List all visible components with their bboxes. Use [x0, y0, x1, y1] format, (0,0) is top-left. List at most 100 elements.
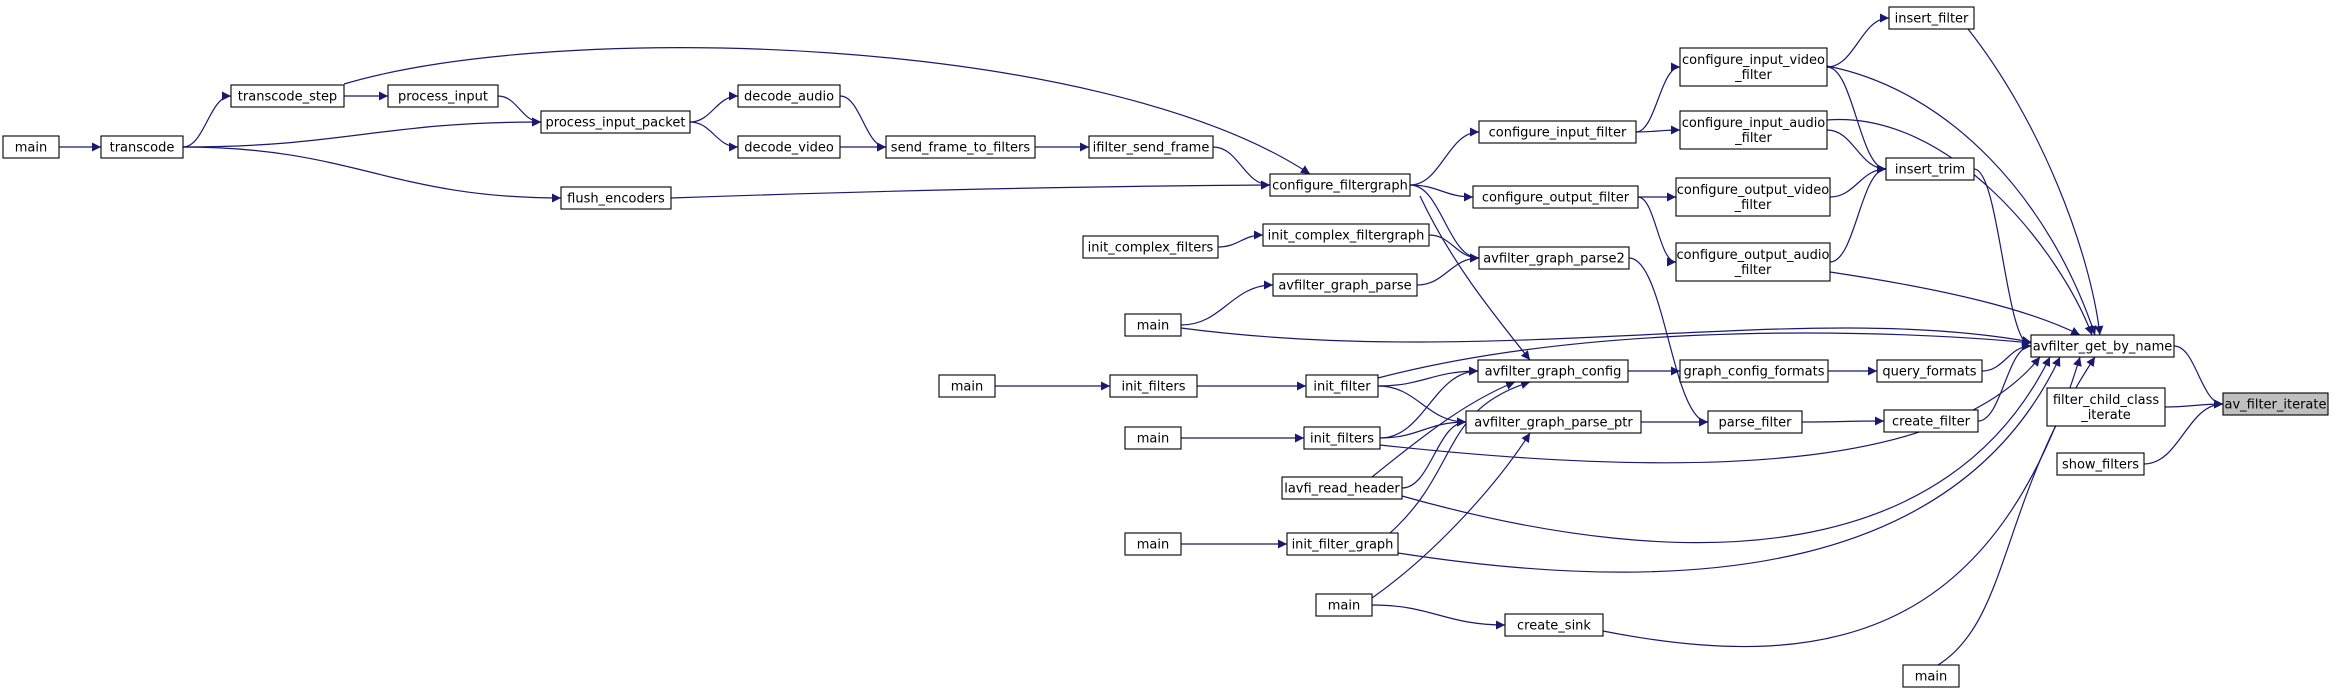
node-configure-output-filter[interactable]: configure_output_filter [1472, 185, 1639, 209]
node-label: main [1915, 670, 1947, 685]
node-label: decode_audio [744, 90, 834, 105]
edge-init_filter_graph-to-avfilter_get_by_name [1397, 356, 2061, 573]
node-main-init-filter-graph[interactable]: main [1124, 532, 1182, 556]
node-configure-output-video-filter[interactable]: configure_output_video_filter [1675, 177, 1831, 217]
node-label: flush_encoders [567, 192, 665, 207]
node-label: main [1328, 599, 1360, 614]
node-box [1124, 532, 1182, 556]
node-parse-filter[interactable]: parse_filter [1707, 410, 1803, 434]
node-avfilter-graph-parse[interactable]: avfilter_graph_parse [1272, 273, 1418, 297]
edge-ifilter_send_frame-to-configure_filtergraph [1212, 146, 1271, 190]
edge-show_filters-to-av_filter_iterate [2143, 399, 2224, 465]
node-avfilter-graph-parse-ptr[interactable]: avfilter_graph_parse_ptr [1465, 410, 1642, 434]
node-init-filter-graph[interactable]: init_filter_graph [1286, 532, 1399, 556]
node-label: insert_trim [1895, 163, 1965, 178]
node-box [387, 84, 499, 108]
edge-init_filter-to-avfilter_graph_config [1377, 366, 1479, 387]
edge-transcode_step-to-configure_filtergraph [343, 47, 1311, 175]
node-main-left[interactable]: main [2, 135, 60, 159]
node-label: query_formats [1882, 365, 1976, 380]
node-init-complex-filtergraph[interactable]: init_complex_filtergraph [1262, 223, 1430, 247]
node-box [2, 135, 60, 159]
edge-configure_filtergraph-to-avfilter_graph_parse2 [1409, 184, 1480, 263]
node-avfilter-graph-parse2[interactable]: avfilter_graph_parse2 [1478, 246, 1630, 270]
edge-process_input_packet-to-decode_video [689, 121, 739, 152]
node-ifilter-send-frame[interactable]: ifilter_send_frame [1088, 135, 1214, 159]
node-main-create-sink[interactable]: main [1315, 593, 1373, 617]
node-init-complex-filters[interactable]: init_complex_filters [1082, 235, 1219, 259]
edge-lavfi_read_header-to-avfilter_graph_config [1371, 381, 1516, 478]
node-box [1305, 374, 1379, 398]
node-configure-input-video-filter[interactable]: configure_input_video_filter [1679, 47, 1828, 87]
node-transcode-step[interactable]: transcode_step [230, 84, 345, 108]
edge-process_input-to-process_input_packet [497, 95, 542, 127]
node-main-right[interactable]: main [1902, 664, 1960, 688]
node-box [1707, 410, 1803, 434]
node-query-formats[interactable]: query_formats [1876, 359, 1983, 383]
node-init-filters[interactable]: init_filters [1303, 426, 1381, 450]
node-graph-config-formats[interactable]: graph_config_formats [1679, 359, 1829, 383]
node-box [1478, 246, 1630, 270]
node-decode-audio[interactable]: decode_audio [737, 84, 841, 108]
node-flush-encoders[interactable]: flush_encoders [560, 186, 672, 210]
node-configure-output-audio-filter[interactable]: configure_output_audio_filter [1675, 242, 1831, 282]
node-label: init_filter [1313, 380, 1371, 395]
node-create-sink[interactable]: create_sink [1504, 613, 1604, 637]
node-box [1472, 185, 1639, 209]
node-label: _filter [1734, 131, 1772, 146]
edge-avfilter_graph_parse2-to-parse_filter [1628, 257, 1709, 427]
node-insert-filter[interactable]: insert_filter [1888, 6, 1975, 30]
node-init-filter[interactable]: init_filter [1305, 374, 1379, 398]
node-show-filters[interactable]: show_filters [2056, 452, 2145, 476]
edge-flush_encoders-to-configure_filtergraph [670, 180, 1271, 199]
node-send-frame-to-filters[interactable]: send_frame_to_filters [885, 135, 1036, 159]
node-transcode[interactable]: transcode [100, 135, 184, 159]
node-label: decode_video [744, 141, 834, 156]
node-box [2056, 452, 2145, 476]
node-box [1303, 426, 1381, 450]
node-label: ifilter_send_frame [1093, 141, 1210, 156]
node-insert-trim[interactable]: insert_trim [1885, 157, 1975, 181]
node-lavfi-read-header[interactable]: lavfi_read_header [1281, 476, 1403, 500]
node-main-init-filters-a[interactable]: main [938, 374, 996, 398]
edge-configure_input_video_filter-to-insert_trim [1826, 66, 1887, 174]
node-avfilter-graph-config[interactable]: avfilter_graph_config [1477, 359, 1629, 383]
node-configure-input-filter[interactable]: configure_input_filter [1478, 120, 1637, 144]
edge-main_create_sink-to-create_sink [1371, 604, 1506, 630]
node-box [1315, 593, 1373, 617]
node-create-filter[interactable]: create_filter [1883, 409, 1979, 433]
node-filter-child-class-iterate[interactable]: filter_child_class_iterate [2046, 387, 2166, 427]
node-avfilter-get-by-name[interactable]: avfilter_get_by_name [2030, 334, 2175, 358]
node-label: init_filter_graph [1292, 538, 1394, 553]
node-label: configure_filtergraph [1272, 179, 1408, 194]
node-box [1124, 426, 1182, 450]
node-box [1679, 359, 1829, 383]
node-label: filter_child_class [2053, 393, 2160, 408]
edge-init_filters-to-avfilter_graph_parse_ptr [1379, 417, 1467, 439]
node-av-filter-iterate[interactable]: av_filter_iterate [2222, 392, 2329, 416]
node-box [100, 135, 184, 159]
node-main-init-filters-b[interactable]: main [1124, 426, 1182, 450]
node-label: process_input_packet [546, 116, 686, 131]
node-init-filters-mid[interactable]: init_filters [1109, 374, 1198, 398]
node-configure-filtergraph[interactable]: configure_filtergraph [1269, 173, 1411, 197]
node-box [2046, 387, 2166, 427]
edge-configure_input_audio_filter-to-insert_trim [1826, 129, 1887, 174]
node-box [1272, 273, 1418, 297]
node-main-parse[interactable]: main [1124, 313, 1182, 337]
node-decode-video[interactable]: decode_video [737, 135, 841, 159]
node-label: process_input [398, 90, 488, 105]
edge-create_sink-to-avfilter_get_by_name [1602, 356, 2082, 648]
node-process-input-packet[interactable]: process_input_packet [540, 110, 691, 134]
node-label: init_complex_filtergraph [1268, 229, 1425, 244]
node-box [1902, 664, 1960, 688]
node-box [1088, 135, 1214, 159]
edge-transcode-to-process_input_packet [182, 117, 542, 148]
node-label: main [1137, 432, 1169, 447]
node-process-input[interactable]: process_input [387, 84, 499, 108]
node-label: transcode [110, 141, 175, 156]
edge-configure_output_audio_filter-to-insert_trim [1829, 164, 1887, 263]
node-box [1281, 476, 1403, 500]
node-box [1124, 313, 1182, 337]
node-configure-input-audio-filter[interactable]: configure_input_audio_filter [1679, 110, 1828, 150]
